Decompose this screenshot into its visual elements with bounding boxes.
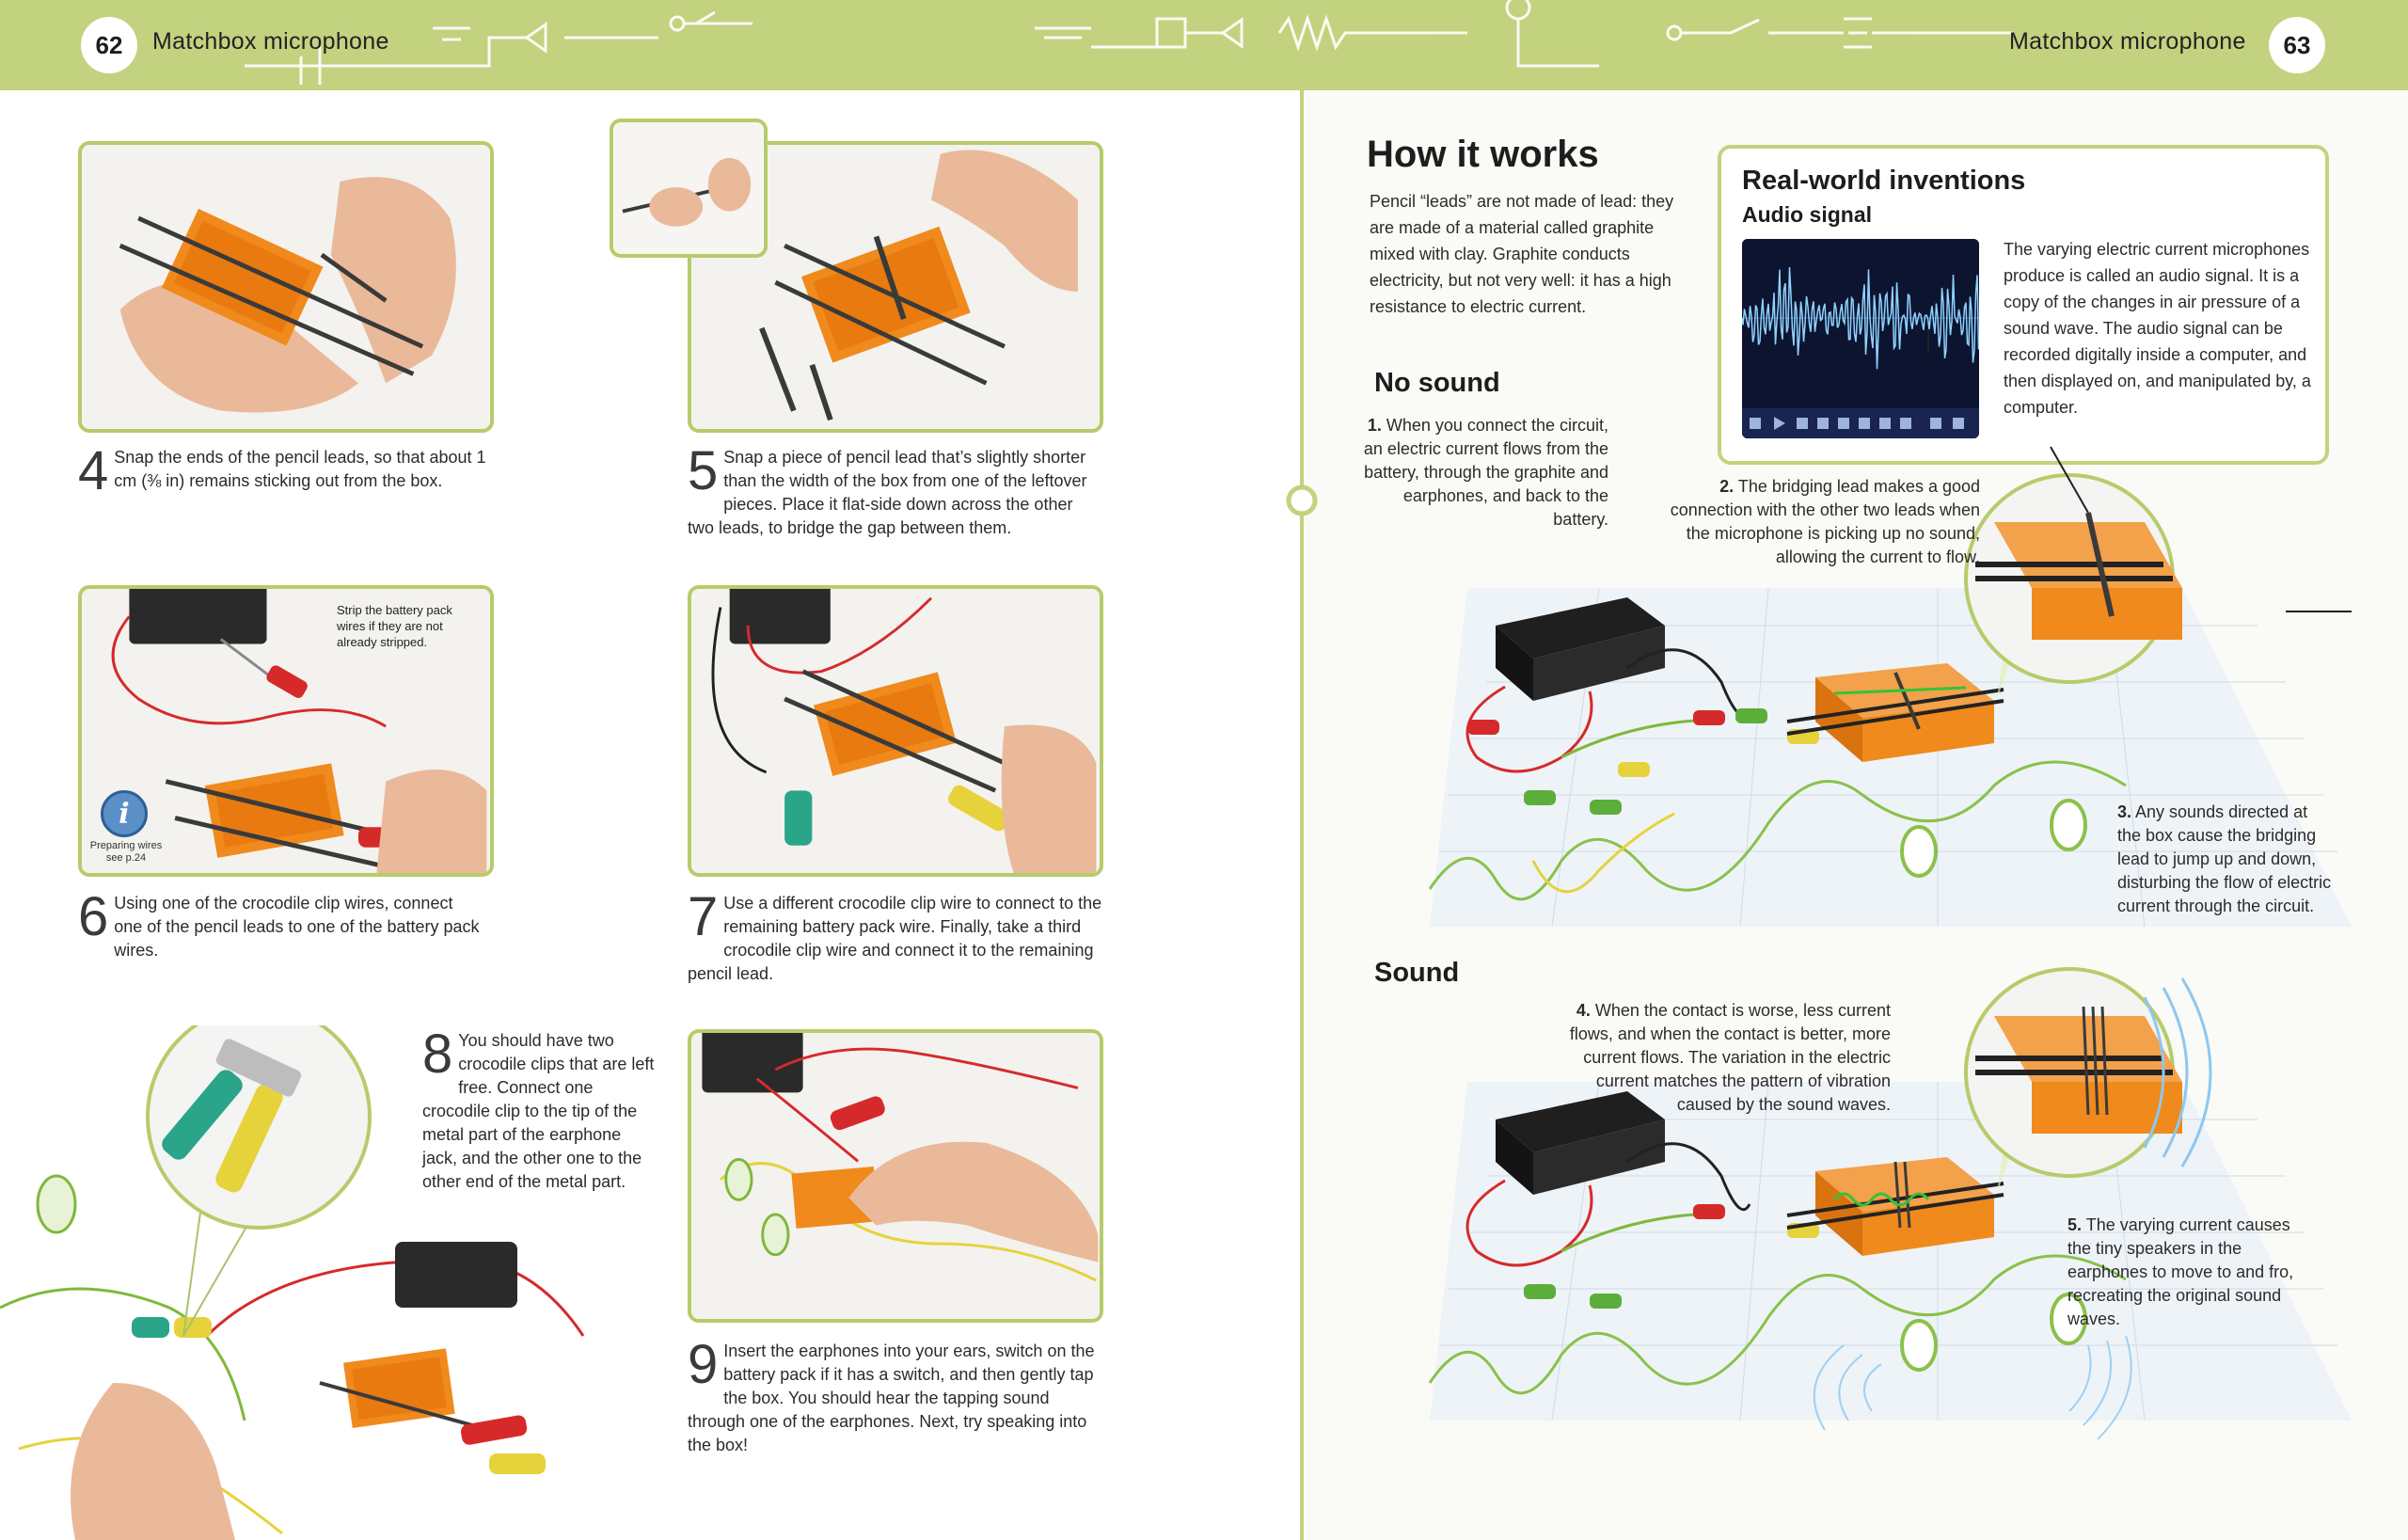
callout-2-text: The bridging lead makes a good connectio… xyxy=(1670,477,1980,566)
step-4-instruction: 4 Snap the ends of the pencil leads, so … xyxy=(78,440,492,501)
step-7-number: 7 xyxy=(688,886,719,947)
callout-4-text: When the contact is worse, less current … xyxy=(1569,1001,1891,1114)
page-header: 62 Matchbox microphone Matchbox micropho… xyxy=(0,0,2408,90)
callout-5-text: The varying current causes the tiny spea… xyxy=(2067,1215,2294,1328)
step-6-instruction: 6 Using one of the crocodile clip wires,… xyxy=(78,886,483,962)
step-5-number: 5 xyxy=(688,440,719,501)
crocodile-clip-connection-illustration xyxy=(83,589,489,873)
step-7-instruction: 7 Use a different crocodile clip wire to… xyxy=(688,886,1111,986)
step-9-text: Insert the earphones into your ears, swi… xyxy=(688,1342,1095,1454)
page-title-right: Matchbox microphone xyxy=(2009,28,2246,55)
callout-3-text: Any sounds directed at the box cause the… xyxy=(2117,802,2332,915)
callout-4-number: 4. xyxy=(1576,1001,1591,1020)
callout-5: 5. The varying current causes the tiny s… xyxy=(2067,1214,2317,1331)
step-4-photo xyxy=(78,141,494,433)
audio-signal-subtitle: Audio signal xyxy=(1742,202,1872,227)
step-8-instruction: 8 You should have two crocodile clips th… xyxy=(422,1024,659,1194)
page-title-left: Matchbox microphone xyxy=(152,28,389,55)
callout-4: 4. When the contact is worse, less curre… xyxy=(1543,999,1891,1117)
step-8-number: 8 xyxy=(422,1024,453,1085)
waveform-icon xyxy=(1742,239,1979,438)
info-icon[interactable]: i xyxy=(101,790,148,837)
step-9-instruction: 9 Insert the earphones into your ears, s… xyxy=(688,1334,1111,1457)
step-4-text: Snap the ends of the pencil leads, so th… xyxy=(114,448,486,490)
step-7-text: Use a different crocodile clip wire to c… xyxy=(688,894,1102,983)
page-number-right: 63 xyxy=(2269,17,2325,73)
callout-2: 2. The bridging lead makes a good connec… xyxy=(1656,475,1980,569)
callout-1-text: When you connect the circuit, an electri… xyxy=(1363,416,1608,529)
how-it-works-text: Pencil “leads” are not made of lead: the… xyxy=(1370,192,1674,316)
step-7-photo xyxy=(688,585,1103,877)
real-world-title: Real-world inventions xyxy=(1742,166,2026,196)
step-8-text: You should have two crocodile clips that… xyxy=(422,1031,655,1191)
step-5-inset-photo xyxy=(610,119,768,258)
strip-wires-note: Strip the battery pack wires if they are… xyxy=(337,603,452,649)
step-6-photo xyxy=(78,585,494,877)
page-number-left: 62 xyxy=(81,17,137,73)
callout-3: 3. Any sounds directed at the box cause … xyxy=(2117,801,2334,918)
step-5-text: Snap a piece of pencil lead that’s sligh… xyxy=(688,448,1087,537)
step-5-photo xyxy=(688,141,1103,433)
callout-5-number: 5. xyxy=(2067,1215,2083,1234)
preparing-wires-link[interactable]: Preparing wires see p.24 xyxy=(89,840,163,864)
step-5-instruction: 5 Snap a piece of pencil lead that’s sli… xyxy=(688,440,1101,540)
step-9-number: 9 xyxy=(688,1334,719,1395)
sound-diagram xyxy=(1428,967,2352,1440)
snapping-lead-inset xyxy=(613,122,764,254)
page-spine xyxy=(1300,90,1304,1540)
step-4-number: 4 xyxy=(78,440,109,501)
snapping-leads-illustration xyxy=(83,145,489,429)
sound-heading: Sound xyxy=(1374,958,1460,988)
third-clip-connection-illustration xyxy=(692,589,1099,873)
audio-waveform-screen xyxy=(1742,239,1979,438)
callout-3-number: 3. xyxy=(2117,802,2132,821)
how-it-works-heading: How it works xyxy=(1367,134,1599,175)
no-sound-heading: No sound xyxy=(1374,368,1500,398)
tapping-box-illustration xyxy=(692,1033,1099,1319)
no-sound-diagram xyxy=(1428,329,2352,928)
step-9-photo xyxy=(688,1029,1103,1323)
callout-1-number: 1. xyxy=(1367,416,1382,435)
step-6-text: Using one of the crocodile clip wires, c… xyxy=(114,894,480,960)
audio-signal-text: The varying electric current microphones… xyxy=(2004,240,2311,417)
step-6-number: 6 xyxy=(78,886,109,947)
callout-2-number: 2. xyxy=(1719,477,1735,496)
callout-1: 1. When you connect the circuit, an elec… xyxy=(1354,414,1608,532)
step-8-photo xyxy=(0,1025,585,1540)
spine-node-icon xyxy=(1286,484,1318,516)
real-world-inventions-box: Real-world inventions Audio signal The v… xyxy=(1718,145,2329,465)
